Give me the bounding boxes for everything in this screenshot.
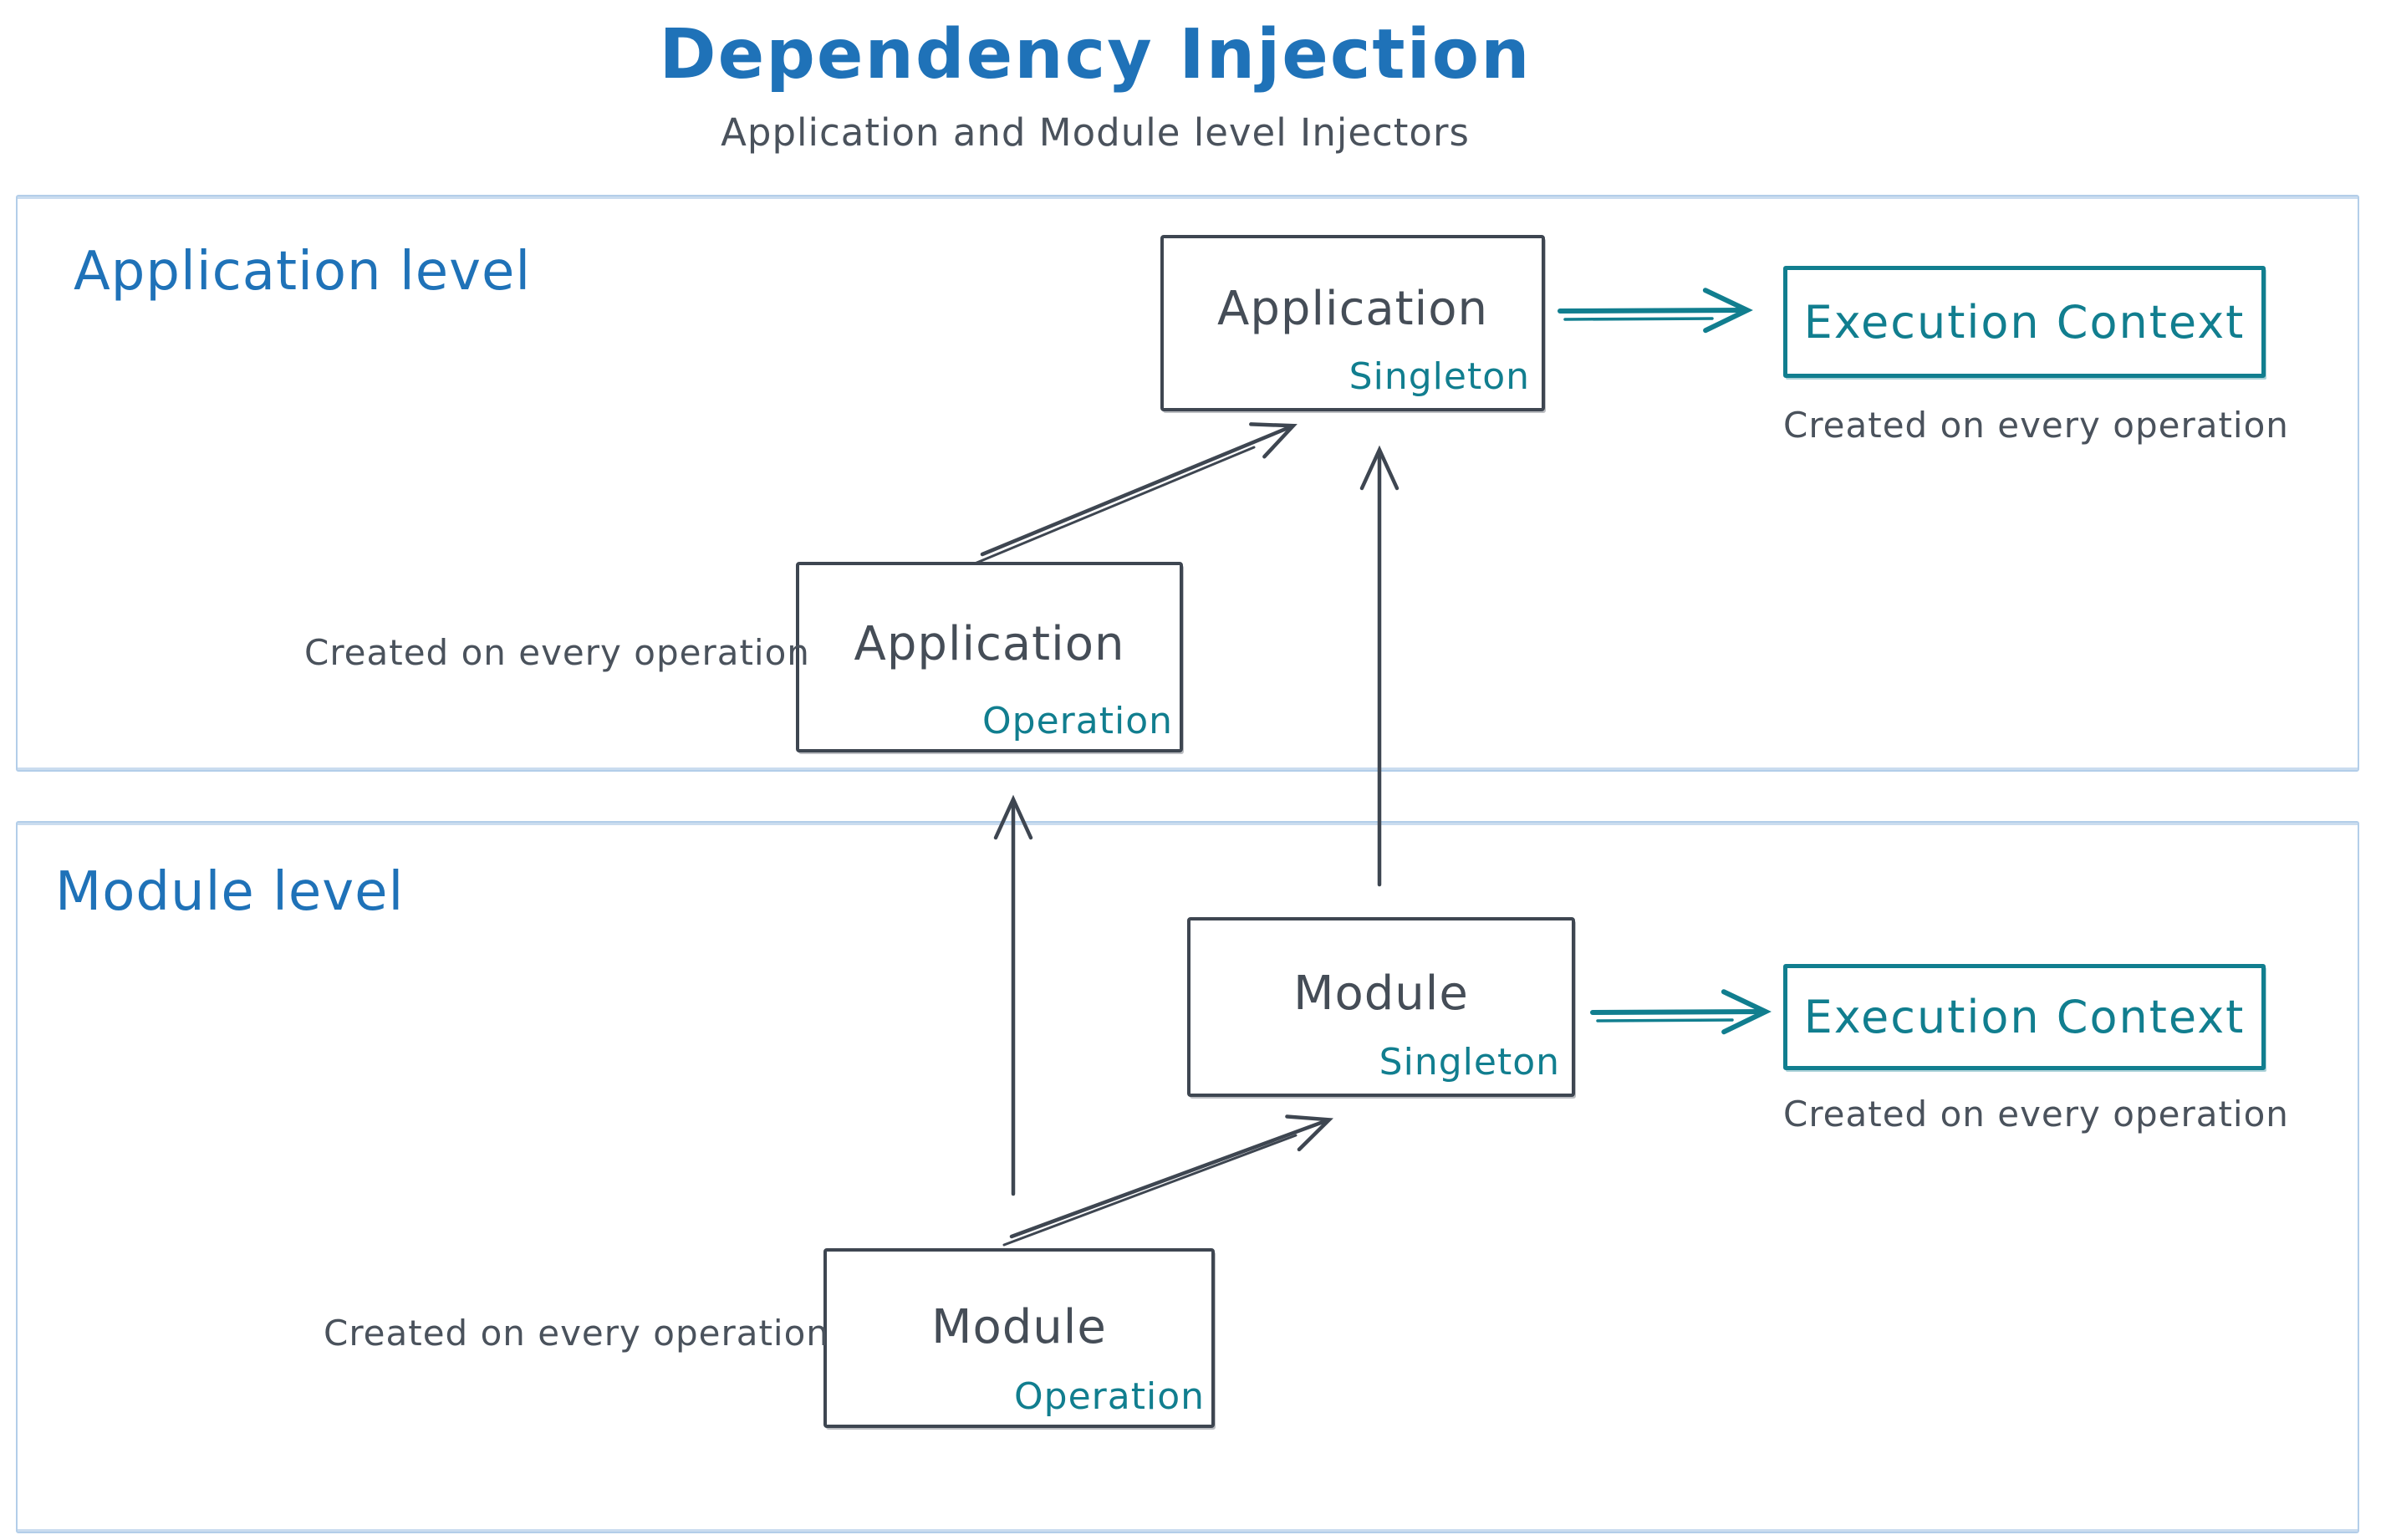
node-application-singleton-scope: Singleton — [1348, 355, 1530, 398]
caption-app-operation: Created on every operation — [304, 632, 810, 673]
node-application-singleton: Application Singleton — [1160, 235, 1545, 411]
node-module-singleton-scope: Singleton — [1379, 1041, 1560, 1084]
node-module-singleton: Module Singleton — [1187, 917, 1575, 1097]
caption-execution-context-module: Created on every operation — [1783, 1094, 2289, 1135]
section-label-application-level: Application level — [74, 241, 532, 303]
node-application-operation-scope: Operation — [982, 700, 1173, 742]
node-execution-context-module: Execution Context — [1783, 964, 2266, 1070]
node-application-singleton-title: Application — [1217, 282, 1488, 336]
node-module-operation-scope: Operation — [1014, 1375, 1205, 1418]
node-application-operation: Application Operation — [796, 562, 1183, 752]
section-label-module-level: Module level — [55, 861, 405, 923]
caption-execution-context-application: Created on every operation — [1783, 405, 2289, 446]
node-application-operation-title: Application — [854, 617, 1125, 671]
node-execution-context-application: Execution Context — [1783, 266, 2266, 378]
execution-context-application-label: Execution Context — [1803, 295, 2246, 349]
section-application-level — [16, 195, 2359, 772]
execution-context-module-label: Execution Context — [1803, 991, 2246, 1043]
section-module-level — [16, 821, 2359, 1533]
node-module-operation: Module Operation — [823, 1248, 1215, 1428]
node-module-singleton-title: Module — [1293, 966, 1469, 1021]
node-module-operation-title: Module — [931, 1300, 1107, 1354]
page-title: Dependency Injection — [659, 15, 1532, 94]
caption-module-operation: Created on every operation — [324, 1313, 829, 1354]
page-subtitle: Application and Module level Injectors — [721, 110, 1470, 155]
